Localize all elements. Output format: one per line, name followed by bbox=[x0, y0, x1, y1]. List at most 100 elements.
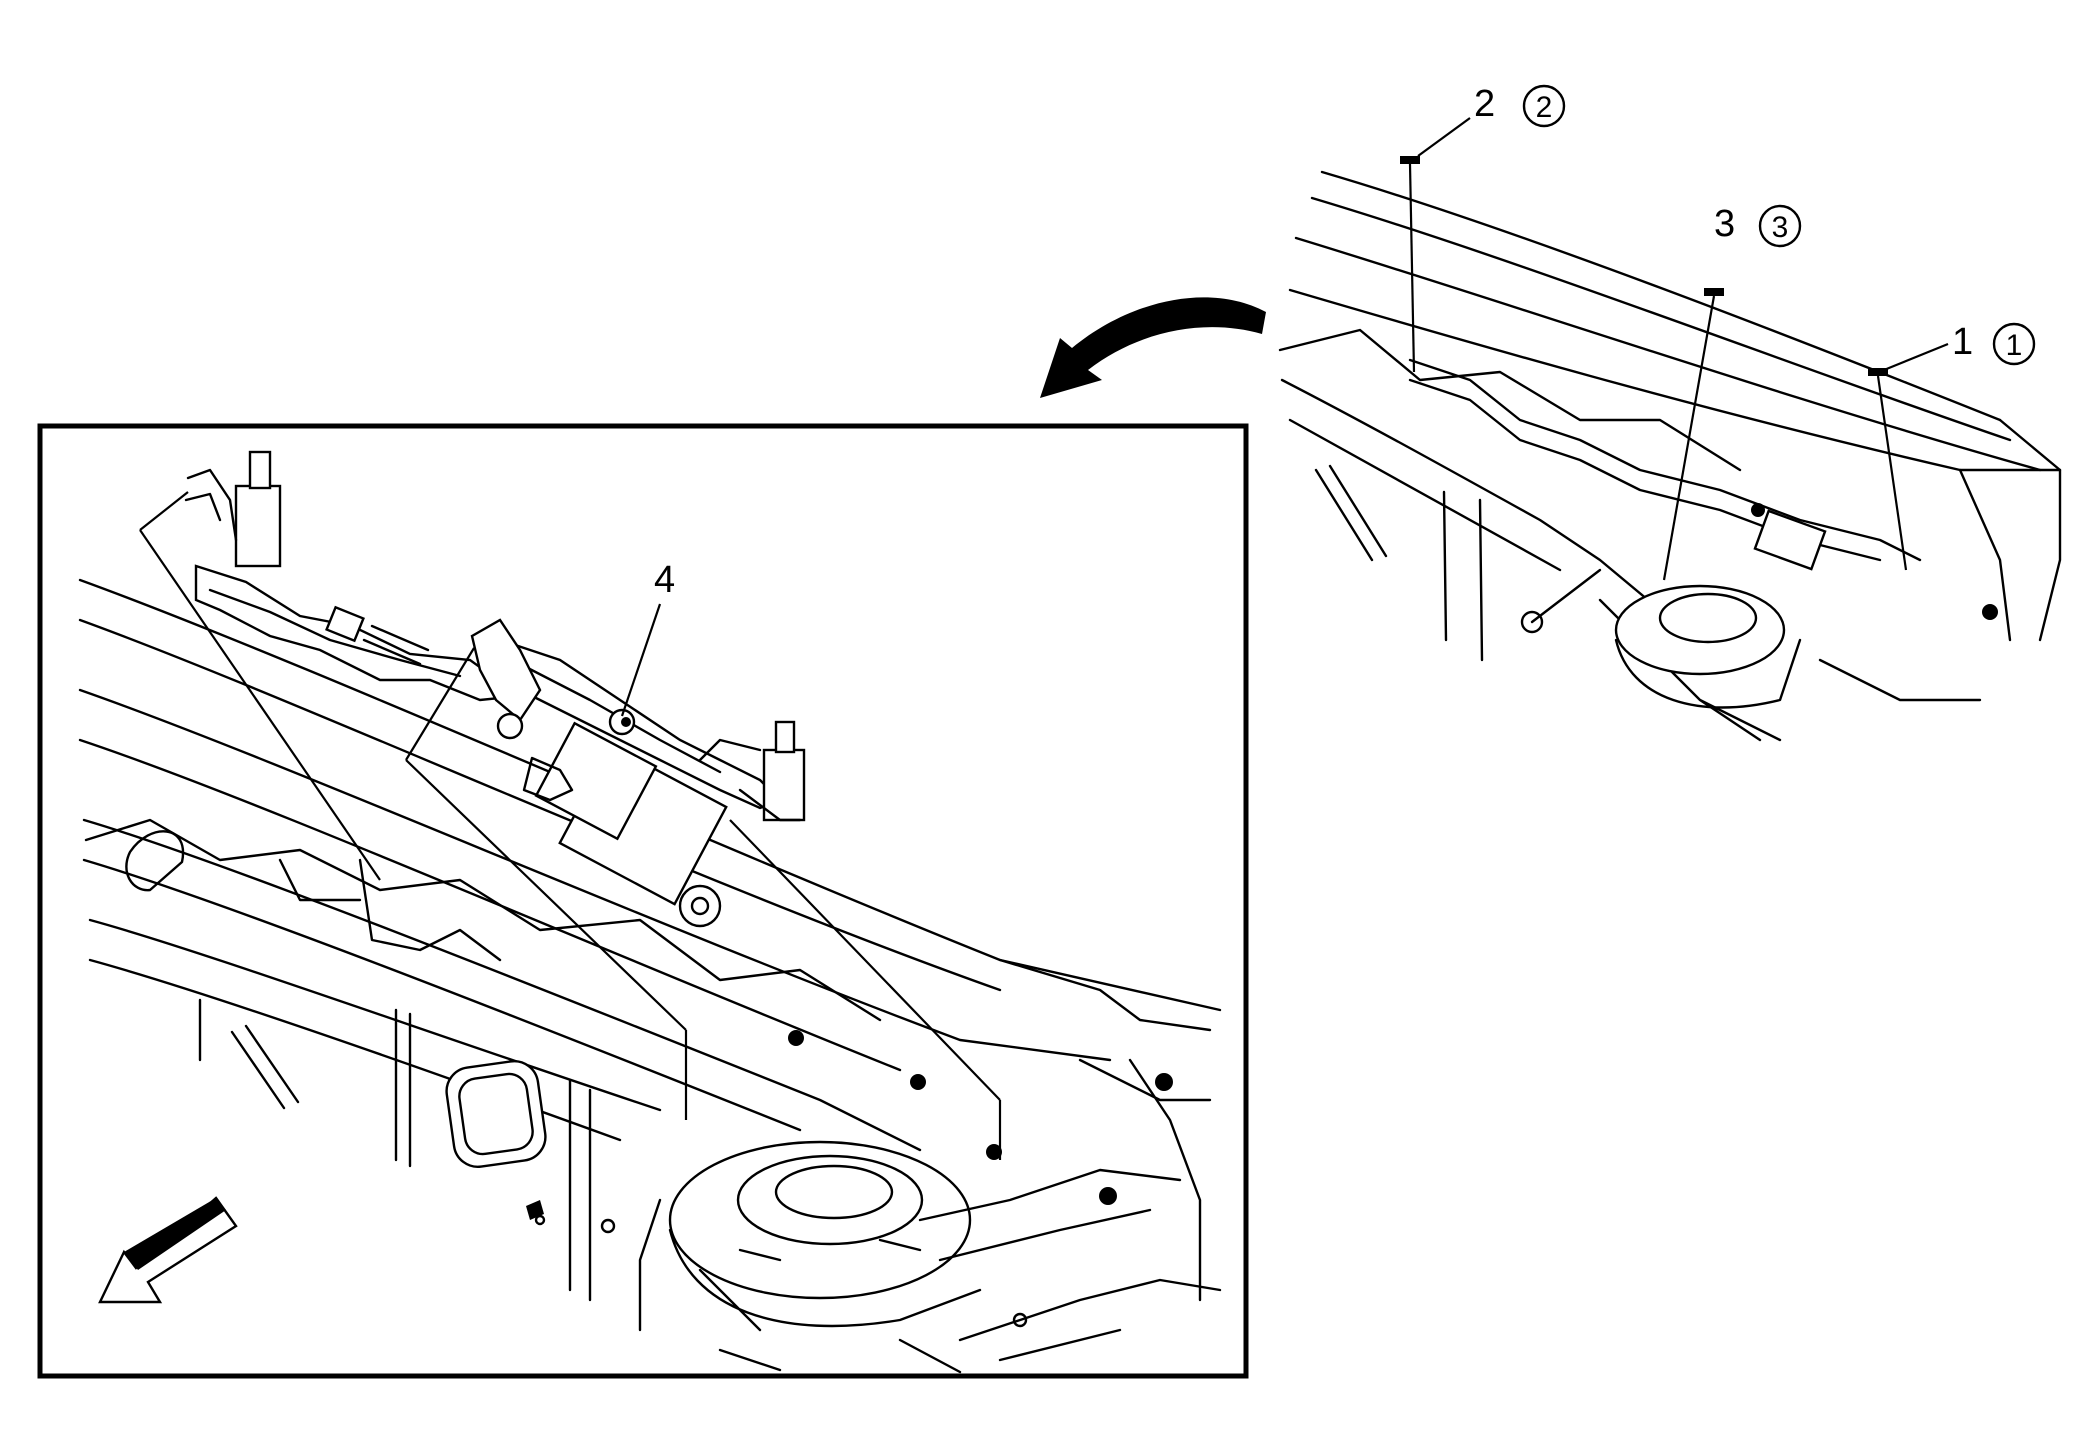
bolt-3 bbox=[1662, 288, 1724, 581]
overview-view: 2 2 3 3 1 1 bbox=[1278, 83, 2062, 742]
overview-cowl-edge-1 bbox=[1320, 170, 2002, 422]
pillar-2 bbox=[568, 1078, 592, 1302]
detail-leader-6 bbox=[729, 819, 1001, 1101]
cowl-panel-edge-2 bbox=[78, 618, 1002, 992]
bolt-2-shaft bbox=[1408, 163, 1416, 373]
overview-wiper-module bbox=[1408, 358, 1922, 562]
callout-2-circled-number: 2 bbox=[1536, 91, 1553, 124]
pivot-left-bracket bbox=[184, 468, 238, 542]
rod-left bbox=[230, 1024, 300, 1110]
transmission-arm-left-ridge bbox=[208, 588, 462, 678]
detail-leader-1 bbox=[139, 491, 189, 531]
pivot-right-body bbox=[762, 748, 806, 822]
frame-lower-edge bbox=[718, 1338, 962, 1374]
overview-strut-tower-inner bbox=[1658, 592, 1758, 644]
callout-2-leader bbox=[1417, 117, 1471, 157]
pivot-right-cap bbox=[774, 720, 796, 754]
direction-arrow-shade bbox=[124, 1198, 226, 1270]
callout-1-circle bbox=[1992, 322, 2036, 366]
pivot-left-body bbox=[234, 484, 282, 568]
bolt-1-shaft bbox=[1876, 375, 1908, 571]
cowl-panel-edge-3 bbox=[78, 688, 1112, 1062]
motor-bolt bbox=[621, 717, 631, 727]
forward-direction-arrow-icon bbox=[98, 1196, 238, 1304]
overview-cowl-edge-4 bbox=[1288, 288, 2062, 472]
detail-leader-4 bbox=[405, 759, 687, 1031]
panel-slot bbox=[125, 830, 185, 892]
clip bbox=[526, 1200, 544, 1220]
cowl-panel-edge-7 bbox=[88, 918, 662, 1112]
cowl-vent-bracket bbox=[358, 858, 502, 962]
callout-1: 1 1 bbox=[1883, 321, 2036, 372]
bolt-icon bbox=[1868, 368, 1888, 376]
overview-motor bbox=[1753, 509, 1827, 571]
strut-tower-inner bbox=[774, 1164, 894, 1220]
mount-hole-1 bbox=[1099, 1187, 1117, 1205]
callout-4-leader bbox=[620, 603, 662, 717]
bolt-3-shaft bbox=[1662, 295, 1716, 581]
pivot-left-cap bbox=[248, 450, 272, 490]
overview-pillar bbox=[1442, 490, 1484, 662]
callout-3-circled-number: 3 bbox=[1772, 211, 1789, 244]
mount-hole-2 bbox=[1155, 1073, 1173, 1091]
callout-3: 3 3 bbox=[1714, 203, 1802, 248]
strut-tower-ridge bbox=[738, 1238, 922, 1262]
frame-rail-2 bbox=[958, 1278, 1222, 1362]
callout-4: 4 bbox=[620, 559, 675, 717]
overview-right-panel bbox=[1958, 418, 2062, 642]
mount-hole-5 bbox=[986, 1144, 1002, 1160]
wiper-motor bbox=[496, 708, 728, 928]
callout-3-number: 3 bbox=[1714, 203, 1735, 245]
overview-strut-base bbox=[1614, 638, 1802, 709]
callout-1-circled-number: 1 bbox=[2006, 329, 2023, 362]
motor-connector bbox=[522, 756, 574, 802]
callout-1-leader bbox=[1883, 342, 1949, 372]
callout-2-circle bbox=[1522, 84, 1566, 128]
detail-view: 4 bbox=[37, 423, 1249, 1379]
strut-tower-base bbox=[638, 1198, 982, 1332]
mount-hole-3 bbox=[788, 1030, 804, 1046]
overview-cowl-front bbox=[1278, 328, 1742, 472]
motor-gearbox bbox=[534, 721, 658, 841]
overview-cowl-lower bbox=[1280, 378, 1722, 662]
callout-4-number: 4 bbox=[654, 559, 675, 601]
motor-grommet-2 bbox=[496, 712, 524, 740]
callout-1-number: 1 bbox=[1952, 321, 1973, 363]
wiper-transmission bbox=[184, 450, 806, 928]
cowl-vent-bracket-2 bbox=[278, 858, 362, 902]
pivot-right-bracket bbox=[698, 738, 802, 822]
small-hole-3 bbox=[534, 1214, 546, 1226]
cowl-front-lip bbox=[84, 818, 882, 1022]
bolt-2 bbox=[1400, 156, 1420, 373]
motor-end-shaft bbox=[690, 896, 710, 916]
detail-leader-3 bbox=[405, 647, 475, 761]
overview-rod bbox=[1314, 464, 1388, 562]
center-bracket bbox=[470, 618, 542, 722]
cowl-panel-edge-1 bbox=[78, 578, 1222, 1012]
detail-frame bbox=[37, 423, 1249, 1379]
access-hole-inner bbox=[458, 1072, 534, 1156]
detail-drawing bbox=[78, 450, 1222, 1374]
bolt-icon bbox=[1704, 288, 1724, 296]
curved-arrow-shape bbox=[1040, 297, 1266, 398]
callout-2: 2 2 bbox=[1417, 83, 1566, 157]
overview-cable bbox=[1530, 568, 1602, 624]
overview-cowl-lower-2 bbox=[1288, 418, 1562, 572]
callout-3-circle bbox=[1758, 204, 1802, 248]
curved-arrow-icon bbox=[1040, 297, 1266, 398]
bolt-1 bbox=[1868, 368, 1908, 571]
cowl-right-edge bbox=[1128, 1058, 1202, 1302]
callout-2-number: 2 bbox=[1474, 83, 1495, 125]
access-hole bbox=[445, 1059, 547, 1169]
mount-hole-4 bbox=[910, 1074, 926, 1090]
overview-mount-hole-2 bbox=[1751, 503, 1765, 517]
small-hole-2 bbox=[600, 1218, 616, 1234]
pillar-1 bbox=[198, 998, 412, 1168]
cowl-panel-edge-6 bbox=[82, 858, 802, 1132]
motor-end-cap bbox=[678, 884, 722, 928]
rod-coupler bbox=[325, 605, 365, 643]
detail-leader-2 bbox=[139, 529, 381, 881]
drive-rod bbox=[362, 624, 430, 666]
